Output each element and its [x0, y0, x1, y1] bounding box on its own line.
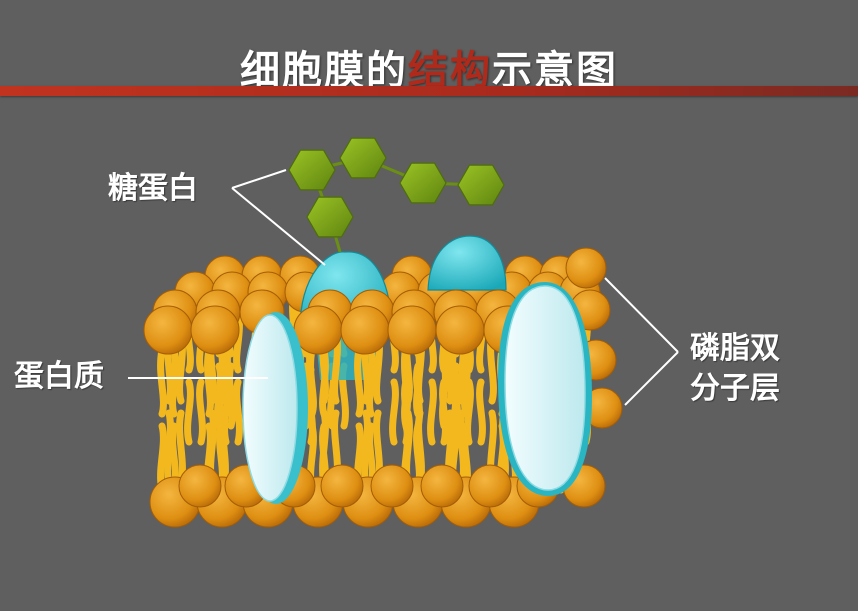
lipid-head	[320, 464, 364, 508]
lipid-head	[387, 305, 437, 355]
lipid-head	[340, 305, 390, 355]
transmembrane-protein-right	[504, 285, 586, 491]
leader-line	[604, 277, 679, 353]
lipid-head	[435, 305, 485, 355]
lipid-tail	[401, 346, 411, 418]
label-bilayer-line1: 磷脂双	[690, 331, 780, 366]
transmembrane-proteins	[242, 282, 592, 504]
lipid-head	[370, 464, 414, 508]
lipid-tail	[354, 346, 364, 418]
sugar-chain	[288, 137, 505, 253]
leader-line	[624, 351, 679, 406]
lipid-head	[190, 305, 240, 355]
lipid-tail	[164, 409, 174, 488]
lipid-head	[420, 464, 464, 508]
lipid-tail	[476, 378, 486, 446]
lipid-head	[293, 305, 343, 355]
lipid-tail	[427, 378, 437, 446]
label-glycoprotein: 糖蛋白	[108, 171, 198, 206]
lipid-tail	[204, 346, 214, 418]
sugar-hexagon	[288, 149, 336, 191]
lipid-tail	[319, 346, 329, 418]
sugar-hexagon	[457, 164, 505, 206]
lipid-tail	[216, 346, 226, 418]
label-protein: 蛋白质	[14, 359, 104, 394]
sugar-hexagon	[306, 196, 354, 238]
lipid-head	[143, 305, 193, 355]
lipid-head	[565, 247, 607, 289]
lipid-tail	[389, 378, 399, 446]
lipid-tail	[449, 346, 459, 418]
lipid-tail	[233, 378, 243, 446]
lipid-tail	[366, 346, 376, 418]
lipid-tail	[176, 409, 186, 488]
leader-line	[231, 169, 287, 189]
sugar-hexagon	[399, 162, 447, 204]
sugar-hexagon	[339, 137, 387, 179]
lipid-tail	[184, 378, 194, 446]
lipid-tail	[413, 346, 423, 418]
lipid-tail	[157, 346, 167, 418]
lipid-head	[178, 464, 222, 508]
lipid-tail	[307, 346, 317, 418]
lipid-tail	[196, 378, 206, 446]
lipid-head	[468, 464, 512, 508]
label-bilayer-line2: 分子层	[690, 371, 780, 406]
leader-lines	[128, 169, 679, 406]
channel-protein-top	[427, 235, 507, 291]
lipid-tail	[226, 362, 236, 430]
lipid-tail	[439, 378, 449, 446]
lipid-tail	[461, 346, 471, 418]
transmembrane-protein-left	[242, 314, 298, 502]
leader-line	[231, 187, 326, 266]
title-rule	[0, 86, 858, 96]
lipid-tail	[169, 346, 179, 418]
